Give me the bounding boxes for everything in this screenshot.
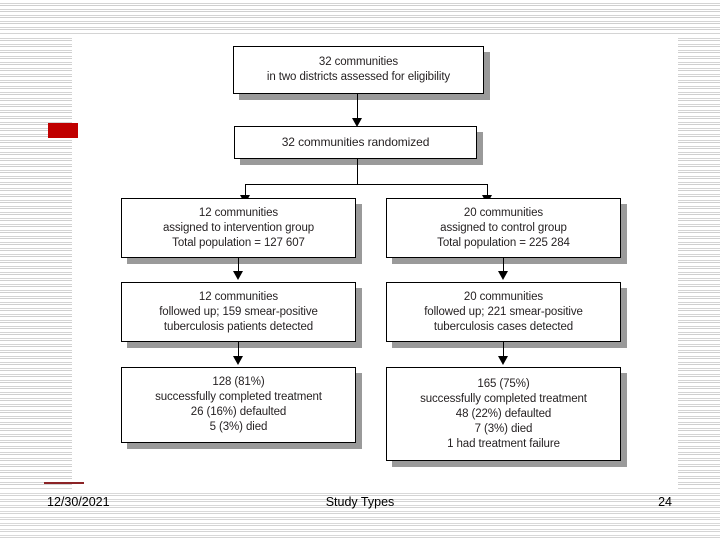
connector-control-assigned-to-followup (503, 258, 505, 273)
connector-branch-right (487, 184, 489, 198)
connector-randomized-stem (357, 159, 359, 185)
connector-intervention-assigned-to-followup (238, 258, 240, 273)
arrowhead-control-followup (498, 271, 508, 280)
node-intervention-outcome-line-2: successfully completed treatment (155, 391, 322, 403)
node-intervention-outcome: 128 (81%) successfully completed treatme… (121, 367, 356, 443)
node-control-followup-line-3: tuberculosis cases detected (433, 320, 574, 333)
node-intervention-followup-line-2: followed up; 159 smear-positive (159, 305, 318, 318)
node-control-outcome: 165 (75%) successfully completed treatme… (386, 367, 621, 461)
node-intervention-outcome-line-3: 26 (16%) defaulted (190, 406, 287, 418)
arrowhead-intervention-outcome (233, 356, 243, 365)
node-control-followup-line-2: followed up; 221 smear-positive (424, 305, 583, 318)
node-control-followup-line-1: 20 communities (463, 290, 544, 303)
node-control-followup: 20 communities followed up; 221 smear-po… (386, 282, 621, 342)
footer-title: Study Types (325, 495, 395, 509)
node-intervention-assigned-line-3: Total population = 127 607 (172, 236, 305, 249)
node-eligibility-line-1: 32 communities (318, 56, 399, 68)
node-intervention-assigned-line-2: assigned to intervention group (162, 221, 315, 234)
node-intervention-assigned: 12 communities assigned to intervention … (121, 198, 356, 258)
node-control-assigned-line-1: 20 communities (463, 206, 544, 219)
node-intervention-followup-line-1: 12 communities (198, 290, 279, 303)
node-intervention-followup: 12 communities followed up; 159 smear-po… (121, 282, 356, 342)
node-eligibility: 32 communities in two districts assessed… (233, 46, 484, 94)
node-eligibility-line-2: in two districts assessed for eligibilit… (266, 71, 451, 83)
connector-randomized-branch (245, 184, 488, 186)
node-intervention-followup-line-3: tuberculosis patients detected (163, 320, 314, 333)
striped-margin-right (678, 35, 720, 490)
footer-page-number: 24 (658, 495, 672, 509)
connector-eligibility-to-randomized (357, 94, 359, 120)
red-bullet-marker (48, 123, 78, 138)
connector-branch-left (245, 184, 247, 198)
slide-footer: 12/30/2021 Study Types 24 (0, 491, 720, 517)
node-control-outcome-line-3: 48 (22%) defaulted (455, 407, 552, 420)
node-control-assigned-line-3: Total population = 225 284 (437, 236, 570, 249)
node-randomized-line-1: 32 communities randomized (281, 135, 430, 149)
striped-margin-top (0, 0, 720, 35)
node-control-outcome-line-4: 7 (3%) died (474, 422, 533, 435)
node-control-outcome-line-5: 1 had treatment failure (447, 437, 560, 450)
node-randomized: 32 communities randomized (234, 126, 477, 159)
arrowhead-intervention-followup (233, 271, 243, 280)
node-control-assigned-line-2: assigned to control group (440, 221, 567, 234)
node-control-outcome-line-1: 165 (75%) (477, 377, 530, 390)
node-intervention-assigned-line-1: 12 communities (198, 206, 279, 219)
arrowhead-randomized (352, 118, 362, 127)
striped-margin-left (0, 35, 72, 540)
node-control-outcome-line-2: successfully completed treatment (420, 392, 587, 405)
connector-intervention-followup-to-outcome (238, 342, 240, 358)
connector-control-followup-to-outcome (503, 342, 505, 358)
node-intervention-outcome-line-4: 5 (3%) died (209, 421, 268, 433)
node-intervention-outcome-line-1: 128 (81%) (212, 376, 265, 388)
arrowhead-control-outcome (498, 356, 508, 365)
node-control-assigned: 20 communities assigned to control group… (386, 198, 621, 258)
red-rule-marker (44, 482, 84, 484)
